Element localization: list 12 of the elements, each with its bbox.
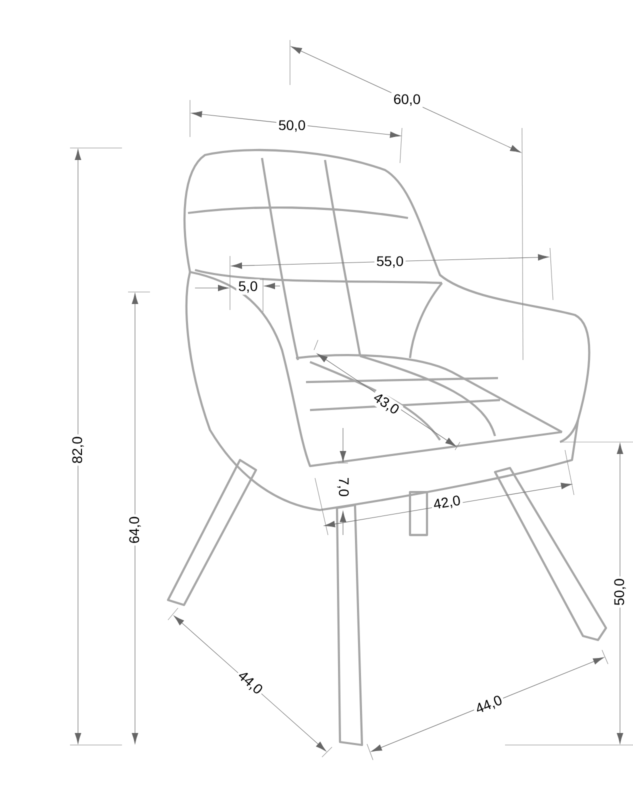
dimension-label: 44,0 — [233, 666, 267, 700]
dimension-label: 64,0 — [127, 514, 143, 546]
dimension-label: 60,0 — [391, 92, 423, 108]
dimension-label: 43,0 — [368, 388, 404, 420]
dimension-label: 82,0 — [70, 434, 86, 466]
dimension-label: 50,0 — [276, 118, 308, 134]
dimension-label: 5,0 — [236, 279, 260, 295]
dimension-label: 7,0 — [335, 475, 351, 499]
dimension-label: 44,0 — [472, 692, 506, 718]
dimension-label: 42,0 — [430, 492, 464, 514]
dimension-label: 55,0 — [374, 254, 406, 270]
dimension-label: 50,0 — [612, 576, 628, 608]
